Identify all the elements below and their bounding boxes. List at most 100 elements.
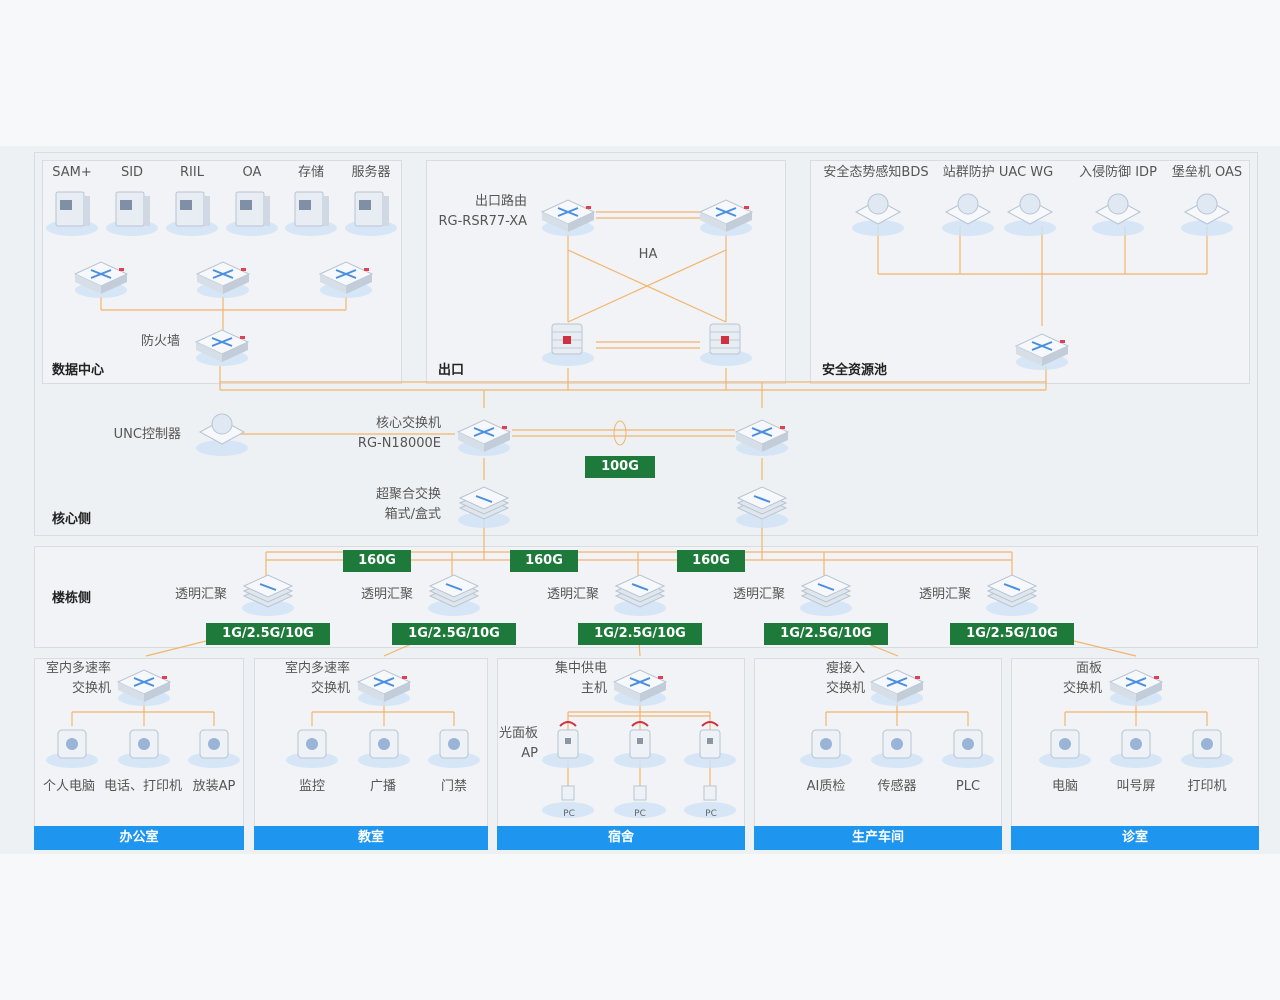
unc-label: UNC控制器 [113,427,181,442]
dorm-pc-label-1: PC [634,809,646,819]
dorm-ap-label-1: 光面板 [498,726,538,741]
dorm-pc-icon-1 [614,785,666,818]
zone-bar-dorm: 宿舍 [497,826,745,850]
dorm-pc-label-2: PC [705,809,717,819]
endpoint-icon-5 [428,729,480,768]
agg-label-2: 箱式/盒式 [384,507,441,522]
endpoint-icon-0 [46,729,98,768]
security-device-icon-4 [1181,193,1233,236]
security-label-3: 堡垒机 OAS [1171,165,1243,180]
exit-firewall-icon-0 [542,323,594,366]
factory-device-1: 传感器 [877,779,917,794]
core-switch-label-1: 核心交换机 [375,416,441,431]
transparent-agg-icon-3 [800,574,852,616]
downlink-badge-4: 1G/2.5G/10G [950,623,1074,645]
security-title: 安全资源池 [822,363,888,378]
dorm-switch-2: 主机 [580,681,607,696]
transparent-agg-icon-4 [986,574,1038,616]
uplink-badge-1: 160G [510,550,578,572]
firewall-switch-icon [194,329,250,366]
core-title: 核心侧 [52,512,92,527]
server-label-5: 服务器 [351,165,391,180]
link-badge-100g: 100G [585,456,655,478]
endpoint-icon-4 [358,729,410,768]
endpoint-icon-8 [942,729,994,768]
office-device-2: 放装AP [192,779,236,794]
classroom-switch-2: 交换机 [310,681,350,696]
security-device-icon-1 [942,193,994,236]
factory-device-2: PLC [955,779,981,794]
clinic-switch-1: 面板 [1075,661,1102,676]
server-icon-3 [226,191,278,236]
server-icon-5 [345,191,397,236]
server-label-0: SAM+ [52,165,92,180]
dc-switch-icon-1 [195,261,251,298]
office-device-0: 个人电脑 [42,779,96,794]
datacenter-title: 数据中心 [52,363,105,378]
dorm-switch-1: 集中供电 [554,661,607,676]
zone-bar-office: 办公室 [34,826,244,850]
clinic-device-0: 电脑 [1051,779,1079,794]
server-label-4: 存储 [297,165,325,180]
security-device-icon-0 [852,193,904,236]
office-device-1: 电话、打印机 [103,779,183,794]
security-label-1: 站群防护 UAC WG [942,165,1054,180]
ha-label: HA [638,247,658,262]
uplink-badge-2: 160G [677,550,745,572]
endpoint-icon-9 [1039,729,1091,768]
security-label-0: 安全态势感知BDS [823,165,929,180]
classroom-device-1: 广播 [369,779,397,794]
downlink-badge-2: 1G/2.5G/10G [578,623,702,645]
factory-device-0: AI质检 [806,779,846,794]
classroom-device-0: 监控 [298,779,326,794]
exit-router-icon-1 [698,199,754,236]
security-device-icon-2 [1004,193,1056,236]
clinic-device-2: 打印机 [1187,779,1227,794]
zone-bar-factory: 生产车间 [754,826,1002,850]
dorm-ap-icon-2 [684,721,736,768]
transparent-label-1: 透明汇聚 [360,587,413,602]
endpoint-icon-11 [1181,729,1233,768]
core-switch-label-2: RG-N18000E [357,436,441,451]
transparent-label-2: 透明汇聚 [546,587,599,602]
downlink-badge-0: 1G/2.5G/10G [206,623,330,645]
endpoint-icon-1 [118,729,170,768]
diagram-links [46,191,1233,818]
dorm-ap-icon-0 [542,721,594,768]
office-switch-2: 交换机 [71,681,111,696]
network-diagram: SAM+ SID RIIL OA 存储 服务器 防火墙 数据中心 出口路由 RG… [0,146,1280,854]
dorm-ap-label-2: AP [521,746,538,761]
zone-switch-icon-0 [116,669,172,706]
dc-switch-icon-0 [73,261,129,298]
uplink-badge-0: 160G [343,550,411,572]
zone-switch-icon-2 [612,669,668,706]
dorm-pc-icon-2 [684,785,736,818]
firewall-label: 防火墙 [140,334,180,349]
agg-switch-icon-1 [736,486,788,528]
transparent-agg-icon-1 [428,574,480,616]
transparent-label-3: 透明汇聚 [732,587,785,602]
dc-switch-icon-2 [318,261,374,298]
exit-router-icon-0 [540,199,596,236]
transparent-agg-icon-2 [614,574,666,616]
core-switch-icon-1 [734,419,790,456]
dorm-ap-icon-1 [614,721,666,768]
core-lag-ellipse [613,420,627,446]
agg-label-1: 超聚合交换 [375,487,441,502]
classroom-switch-1: 室内多速率 [284,661,350,676]
factory-switch-1: 瘦接入 [825,661,865,676]
transparent-label-4: 透明汇聚 [918,587,971,602]
zone-bar-classroom: 教室 [254,826,488,850]
factory-switch-2: 交换机 [825,681,865,696]
office-switch-1: 室内多速率 [45,661,111,676]
endpoint-icon-10 [1110,729,1162,768]
server-icon-4 [285,191,337,236]
transparent-label-0: 透明汇聚 [174,587,227,602]
server-label-1: SID [120,165,144,180]
zone-switch-icon-4 [1108,669,1164,706]
router-label-1: 出口路由 [474,194,527,209]
zone-switch-icon-1 [356,669,412,706]
server-icon-1 [106,191,158,236]
security-label-2: 入侵防御 IDP [1079,165,1157,180]
security-switch-icon [1014,333,1070,370]
